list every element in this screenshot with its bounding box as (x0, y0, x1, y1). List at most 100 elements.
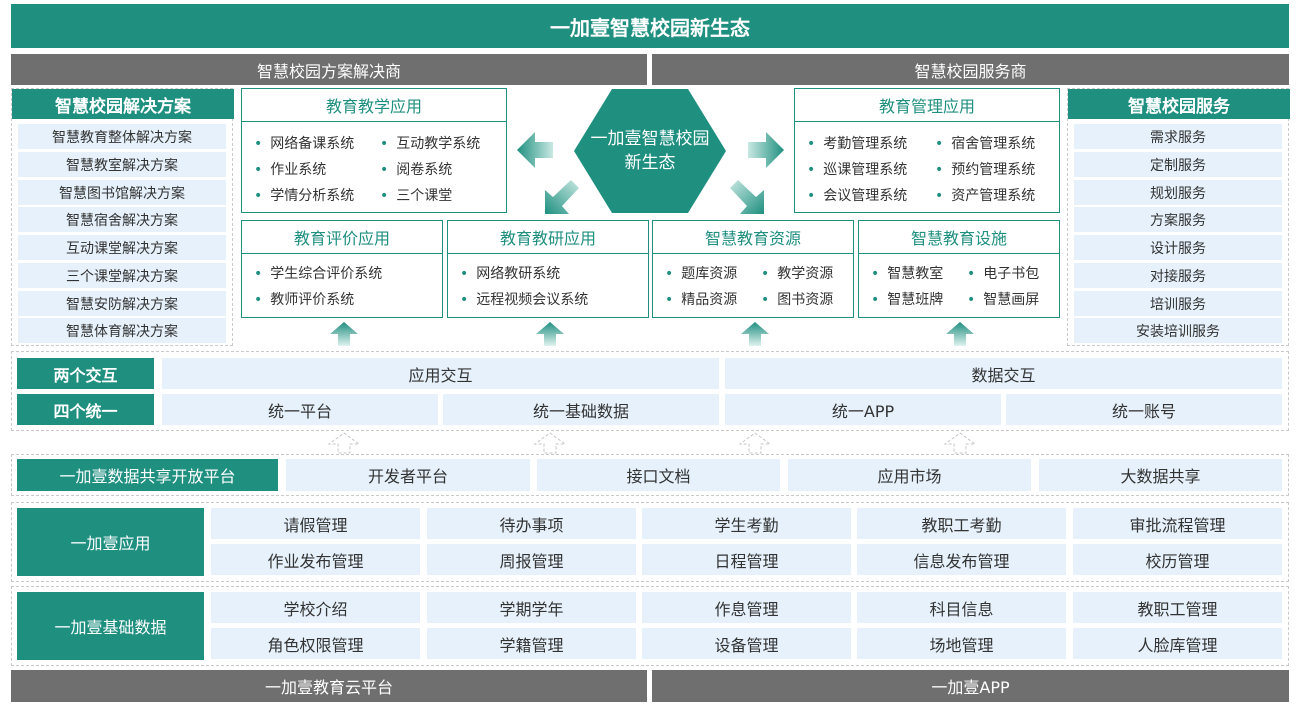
management-app-item: 预约管理系统 (935, 159, 1035, 179)
open-platform-row (11, 454, 1289, 496)
service-item[interactable]: 需求服务 (1074, 124, 1282, 149)
teaching-app-item: 学情分析系统 (254, 185, 354, 205)
page-title: 一加壹智慧校园新生态 (11, 4, 1289, 48)
service-item[interactable]: 培训服务 (1074, 291, 1282, 316)
management-app-item: 资产管理系统 (935, 185, 1035, 205)
facilities-item: 智慧教室 (871, 263, 943, 283)
teaching-app-item: 网络备课系统 (254, 133, 354, 153)
arrow-up-icon (330, 322, 358, 346)
service-item[interactable]: 对接服务 (1074, 263, 1282, 288)
resources-item: 题库资源 (665, 263, 737, 283)
service-item[interactable]: 方案服务 (1074, 207, 1282, 232)
base-data-cell[interactable]: 设备管理 (642, 628, 851, 659)
research-app-title: 教育教研应用 (448, 221, 648, 254)
service-item[interactable]: 设计服务 (1074, 235, 1282, 260)
base-data-cell[interactable]: 场地管理 (857, 628, 1066, 659)
evaluation-app-item: 学生综合评价系统 (254, 263, 382, 283)
teaching-app-item: 作业系统 (254, 159, 326, 179)
facilities-box[interactable]: 智慧教育设施 智慧教室 电子书包 智慧班牌 智慧画屏 (858, 220, 1060, 318)
solution-item[interactable]: 三个课堂解决方案 (18, 263, 226, 288)
resources-box[interactable]: 智慧教育资源 题库资源 教学资源 精品资源 图书资源 (652, 220, 854, 318)
app-cell[interactable]: 周报管理 (427, 544, 636, 575)
app-cell[interactable]: 作业发布管理 (211, 544, 420, 575)
base-data-cell[interactable]: 学校介绍 (211, 592, 420, 623)
hexagon-line2: 新生态 (624, 153, 676, 173)
base-data-label: 一加壹基础数据 (17, 592, 204, 660)
solution-item[interactable]: 智慧体育解决方案 (18, 318, 226, 343)
resources-item: 教学资源 (761, 263, 833, 283)
teaching-app-box[interactable]: 教育教学应用 网络备课系统 互动教学系统 作业系统 阅卷系统 学情分析系统 三个… (241, 88, 507, 213)
base-data-block (11, 586, 1289, 666)
dashed-arrow-up-icon (943, 432, 977, 454)
research-app-item: 远程视频会议系统 (460, 289, 588, 309)
data-interaction-cell[interactable]: 数据交互 (725, 358, 1282, 389)
management-app-item: 考勤管理系统 (807, 133, 907, 153)
teaching-app-item: 三个课堂 (380, 185, 452, 205)
resources-item: 精品资源 (665, 289, 737, 309)
interaction-label: 两个交互 (17, 358, 154, 389)
solution-item[interactable]: 互动课堂解决方案 (18, 235, 226, 260)
research-app-box[interactable]: 教育教研应用 网络教研系统 远程视频会议系统 (447, 220, 649, 318)
apps-label: 一加壹应用 (17, 508, 204, 576)
open-platform-cell[interactable]: 接口文档 (537, 459, 780, 491)
management-app-box[interactable]: 教育管理应用 考勤管理系统 宿舍管理系统 巡课管理系统 预约管理系统 会议管理系… (794, 88, 1060, 213)
unification-cell[interactable]: 统一平台 (162, 394, 438, 425)
evaluation-app-box[interactable]: 教育评价应用 学生综合评价系统 教师评价系统 (241, 220, 443, 318)
management-app-item: 巡课管理系统 (807, 159, 907, 179)
solution-item[interactable]: 智慧教育整体解决方案 (18, 124, 226, 149)
open-platform-cell[interactable]: 大数据共享 (1039, 459, 1282, 491)
service-item[interactable]: 规划服务 (1074, 180, 1282, 205)
open-platform-label: 一加壹数据共享开放平台 (17, 459, 278, 491)
app-cell[interactable]: 学生考勤 (642, 508, 851, 539)
open-platform-cell[interactable]: 应用市场 (788, 459, 1031, 491)
app-cell[interactable]: 日程管理 (642, 544, 851, 575)
app-interaction-cell[interactable]: 应用交互 (162, 358, 719, 389)
solution-item[interactable]: 智慧教室解决方案 (18, 152, 226, 177)
solution-item[interactable]: 智慧图书馆解决方案 (18, 180, 226, 205)
arrow-down-left-icon (545, 180, 579, 214)
management-app-item: 宿舍管理系统 (935, 133, 1035, 153)
dashed-arrow-up-icon (533, 432, 567, 454)
solutions-panel: 智慧校园解决方案 智慧教育整体解决方案 智慧教室解决方案 智慧图书馆解决方案 智… (11, 88, 234, 346)
footer-cloud-platform: 一加壹教育云平台 (11, 670, 647, 702)
solution-item[interactable]: 智慧宿舍解决方案 (18, 207, 226, 232)
app-cell[interactable]: 信息发布管理 (857, 544, 1066, 575)
unification-cell[interactable]: 统一APP (725, 394, 1001, 425)
solution-item[interactable]: 智慧安防解决方案 (18, 291, 226, 316)
unification-cell[interactable]: 统一账号 (1006, 394, 1282, 425)
app-cell[interactable]: 校历管理 (1073, 544, 1282, 575)
facilities-item: 智慧班牌 (871, 289, 943, 309)
service-item[interactable]: 安装培训服务 (1074, 318, 1282, 343)
base-data-cell[interactable]: 学籍管理 (427, 628, 636, 659)
resources-item: 图书资源 (761, 289, 833, 309)
base-data-cell[interactable]: 人脸库管理 (1073, 628, 1282, 659)
unification-label: 四个统一 (17, 394, 154, 425)
base-data-cell[interactable]: 科目信息 (857, 592, 1066, 623)
hexagon-line1: 一加壹智慧校园 (590, 129, 710, 149)
arrow-up-icon (946, 322, 974, 346)
apps-block (11, 502, 1289, 582)
base-data-cell[interactable]: 教职工管理 (1073, 592, 1282, 623)
base-data-cell[interactable]: 作息管理 (642, 592, 851, 623)
base-data-cell[interactable]: 学期学年 (427, 592, 636, 623)
management-app-title: 教育管理应用 (795, 89, 1059, 122)
app-cell[interactable]: 教职工考勤 (857, 508, 1066, 539)
research-app-item: 网络教研系统 (460, 263, 560, 283)
arrow-up-icon (741, 322, 769, 346)
app-cell[interactable]: 待办事项 (427, 508, 636, 539)
app-cell[interactable]: 请假管理 (211, 508, 420, 539)
service-item[interactable]: 定制服务 (1074, 152, 1282, 177)
management-app-item: 会议管理系统 (807, 185, 907, 205)
base-data-cell[interactable]: 角色权限管理 (211, 628, 420, 659)
evaluation-app-title: 教育评价应用 (242, 221, 442, 254)
unification-cell[interactable]: 统一基础数据 (443, 394, 719, 425)
interaction-block (11, 351, 1289, 431)
arrow-up-icon (536, 322, 564, 346)
open-platform-cell[interactable]: 开发者平台 (286, 459, 530, 491)
facilities-item: 电子书包 (967, 263, 1039, 283)
app-cell[interactable]: 审批流程管理 (1073, 508, 1282, 539)
solution-provider-header: 智慧校园方案解决商 (11, 54, 647, 85)
teaching-app-title: 教育教学应用 (242, 89, 506, 122)
center-hexagon: 一加壹智慧校园 新生态 (574, 89, 726, 213)
facilities-item: 智慧画屏 (967, 289, 1039, 309)
